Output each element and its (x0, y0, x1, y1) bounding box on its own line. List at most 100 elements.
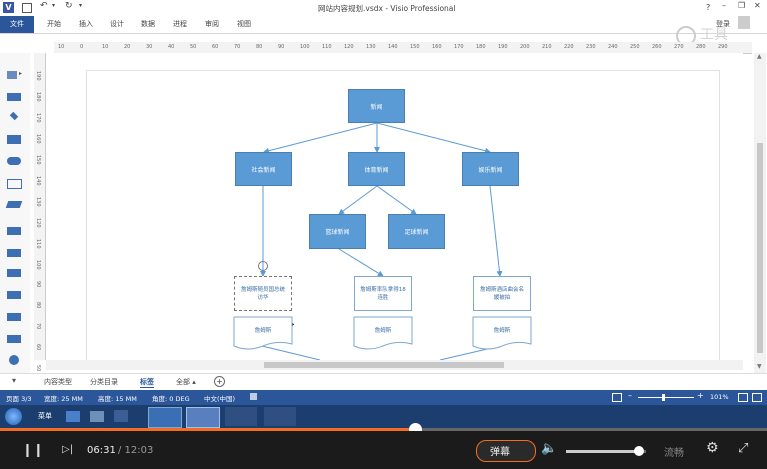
hscroll-thumb[interactable] (264, 362, 504, 368)
switch-windows-icon[interactable] (752, 393, 762, 402)
user-avatar[interactable] (738, 16, 750, 29)
article-card-1[interactable]: 詹姆斯随员国总统访华 (234, 276, 292, 311)
shape-hexagon-icon[interactable] (7, 335, 21, 343)
node-football-news[interactable]: 足球新闻 (388, 214, 445, 249)
h-ruler-tick: 240 (608, 44, 618, 50)
taskbar-app-3-icon[interactable] (114, 410, 128, 422)
macro-icon[interactable] (250, 393, 257, 400)
danmaku-label[interactable]: 弹幕 (490, 447, 510, 458)
danmaku-toggle[interactable] (476, 440, 536, 462)
volume-knob[interactable] (634, 446, 644, 456)
node-basketball-news[interactable]: 篮球新闻 (309, 214, 366, 249)
help-icon[interactable]: ? (706, 3, 711, 12)
shape-rectangle-icon[interactable] (7, 93, 21, 101)
vertical-scrollbar[interactable]: ▲ ▼ (754, 53, 766, 373)
stencil-expand-icon[interactable]: ▸ (19, 70, 23, 77)
tab-review[interactable]: 审阅 (205, 20, 219, 28)
article-card-2[interactable]: 詹姆斯率队拿得18连胜 (354, 276, 412, 311)
shape-doc-icon[interactable] (7, 313, 21, 321)
start-menu-label[interactable]: 菜单 (38, 412, 52, 420)
v-ruler-tick: 110 (35, 239, 41, 249)
undo-icon[interactable]: ↶ (40, 1, 48, 11)
shape-square-icon[interactable] (7, 135, 21, 144)
taskbar-chrome-icon[interactable] (225, 407, 257, 426)
login-link[interactable]: 登录 (716, 20, 730, 28)
status-page[interactable]: 页面 3/3 (6, 395, 32, 403)
next-icon[interactable]: ▷| (62, 444, 74, 455)
zoom-level[interactable]: 101% (710, 393, 729, 401)
h-ruler-tick: 260 (652, 44, 662, 50)
sheet-tab-all[interactable]: 全部 ▴ (176, 378, 196, 386)
restore-icon[interactable]: ❐ (738, 1, 746, 10)
rotate-handle-icon[interactable] (258, 261, 268, 271)
status-width: 宽度: 25 MM (44, 395, 83, 403)
fit-page-icon[interactable] (612, 393, 622, 402)
horizontal-scrollbar[interactable] (46, 360, 743, 370)
h-ruler-tick: 210 (542, 44, 552, 50)
shape-process-icon[interactable] (7, 227, 21, 235)
save-icon[interactable] (22, 3, 32, 13)
redo-icon[interactable]: ↻ (65, 1, 73, 11)
minimize-icon[interactable]: – (722, 1, 726, 10)
quick-access-dropdown-icon[interactable]: ▾ (79, 2, 83, 9)
article-card-3[interactable]: 詹姆斯酒店曲会名媛被拍 (473, 276, 531, 311)
v-ruler-tick: 190 (35, 71, 41, 81)
tab-nav-icon[interactable]: ▾ (12, 376, 17, 385)
taskbar-word-icon[interactable] (148, 407, 182, 428)
zoom-slider[interactable] (638, 397, 694, 398)
sheet-tab-content-type[interactable]: 内容类型 (44, 378, 72, 386)
h-ruler-tick: 20 (124, 44, 131, 50)
node-society-news[interactable]: 社会新闻 (235, 152, 292, 186)
close-icon[interactable]: ✕ (754, 1, 761, 10)
taskbar-app-1-icon[interactable] (66, 411, 80, 422)
doc-label-1: 詹姆斯 (254, 328, 272, 334)
fullscreen-icon[interactable]: ⤢ (738, 441, 749, 456)
v-ruler-tick: 100 (35, 260, 41, 270)
shape-rounded-icon[interactable] (7, 157, 21, 165)
sheet-tab-category[interactable]: 分类目录 (90, 378, 118, 386)
pause-icon[interactable]: ❙❙ (22, 443, 44, 458)
volume-level (566, 450, 636, 453)
h-ruler-tick: 80 (256, 44, 263, 50)
zoom-in-icon[interactable]: + (697, 391, 704, 400)
h-ruler-tick: 280 (696, 44, 706, 50)
tab-file[interactable]: 文件 (0, 16, 34, 33)
fit-window-icon[interactable] (738, 393, 748, 402)
tab-design[interactable]: 设计 (110, 20, 124, 28)
shape-parallelogram-icon[interactable] (5, 201, 23, 208)
shape-manual-input-icon[interactable] (7, 269, 21, 277)
zoom-out-icon[interactable]: – (628, 391, 632, 400)
vscroll-thumb[interactable] (757, 143, 763, 353)
undo-dropdown-icon[interactable]: ▾ (52, 2, 56, 9)
add-sheet-button[interactable]: + (214, 376, 225, 387)
shape-trapezoid-icon[interactable] (7, 291, 21, 299)
v-ruler-tick: 70 (35, 323, 41, 330)
taskbar-visio-icon[interactable] (186, 407, 220, 428)
zoom-slider-thumb[interactable] (662, 394, 665, 401)
node-sports-news[interactable]: 体育新闻 (348, 152, 405, 186)
tab-view[interactable]: 视图 (237, 20, 251, 28)
sheet-tab-tags[interactable]: 标签 (140, 378, 154, 388)
tab-data[interactable]: 数据 (141, 20, 155, 28)
stencil-pointer-icon[interactable] (7, 71, 17, 79)
vscroll-up-icon[interactable]: ▲ (757, 53, 762, 60)
volume-icon[interactable]: 🔈 (541, 441, 558, 456)
quality-label[interactable]: 流畅 (664, 448, 684, 459)
title-bar: V ↶ ▾ ↻ ▾ 网站内容规划.vsdx - Visio Profession… (0, 0, 767, 16)
node-root[interactable]: 新闻 (348, 89, 405, 123)
taskbar-app-2-icon[interactable] (90, 411, 104, 422)
v-ruler-tick: 160 (35, 134, 41, 144)
settings-icon[interactable]: ⚙ (706, 440, 719, 456)
tab-home[interactable]: 开始 (47, 20, 61, 28)
shape-circle-icon[interactable] (9, 355, 19, 365)
tab-insert[interactable]: 插入 (79, 20, 93, 28)
node-entertainment-news[interactable]: 娱乐新闻 (462, 152, 519, 186)
h-ruler-tick: 120 (344, 44, 354, 50)
shape-diamond-icon[interactable] (9, 111, 19, 121)
taskbar-folder-icon[interactable] (264, 407, 296, 426)
shape-callout-icon[interactable] (7, 179, 22, 189)
tab-process[interactable]: 进程 (173, 20, 187, 28)
shape-data-icon[interactable] (7, 249, 21, 257)
vscroll-down-icon[interactable]: ▼ (757, 363, 762, 370)
start-orb-icon[interactable] (5, 408, 22, 425)
